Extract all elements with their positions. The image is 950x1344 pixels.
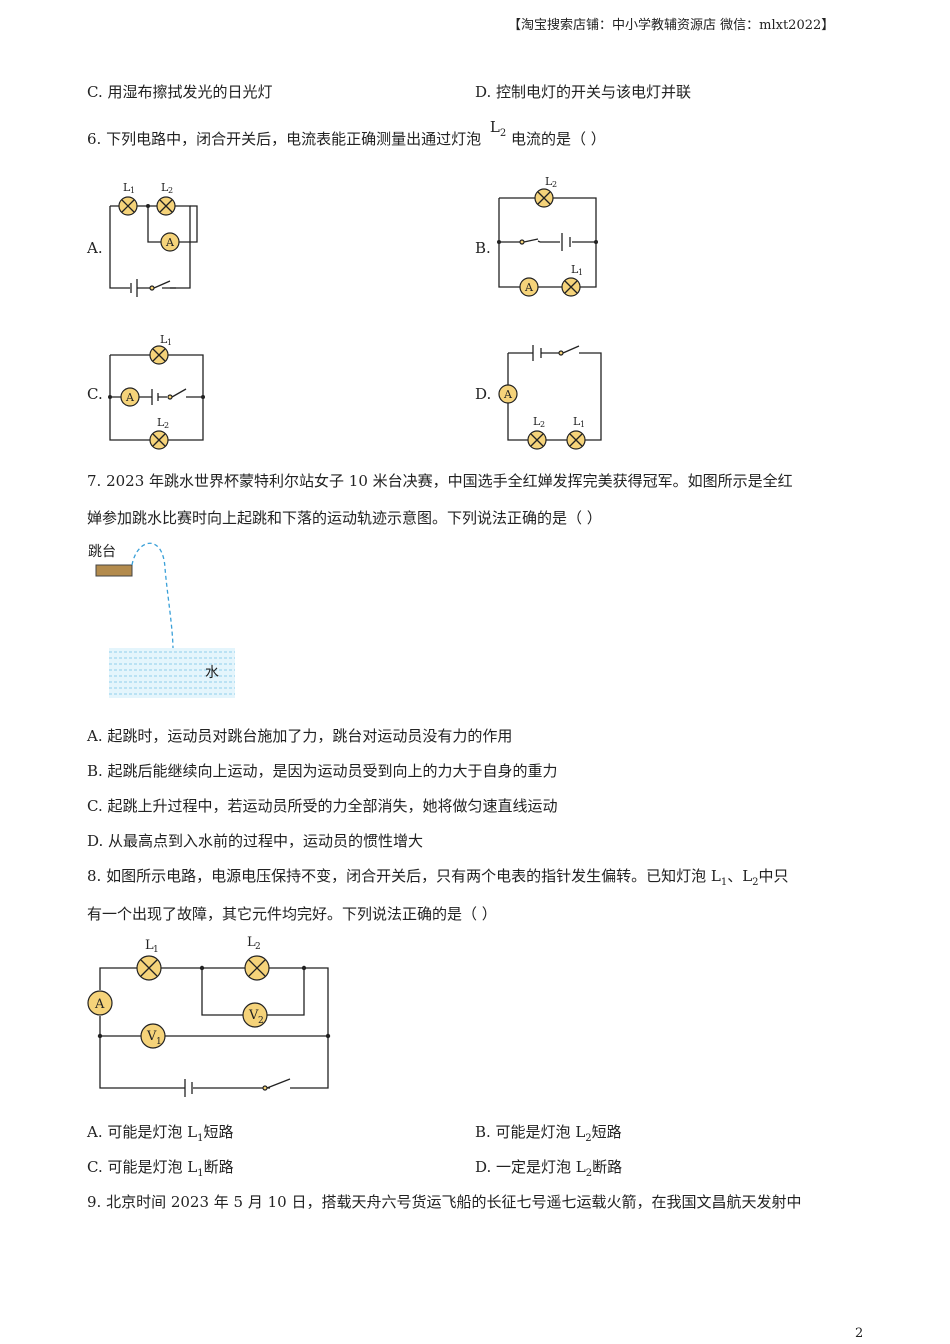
svg-text:1: 1 (580, 420, 585, 429)
svg-text:2: 2 (540, 420, 545, 429)
q7-line-1: 7. 2023 年跳水世界杯蒙特利尔站女子 10 米台决赛，中国选手全红婵发挥完… (87, 472, 793, 490)
q7-option-b: B. 起跳后能继续向上运动，是因为运动员受到向上的力大于自身的重力 (87, 762, 558, 780)
q8-option-d: D. 一定是灯泡 L2断路 (475, 1158, 623, 1179)
svg-text:L: L (247, 935, 256, 950)
voltmeter-v2 (242, 1002, 268, 1028)
q6-option-b-label: B. (475, 239, 491, 257)
svg-text:2: 2 (258, 1016, 264, 1026)
q5-option-c: C. 用湿布擦拭发光的日光灯 (87, 83, 273, 101)
svg-text:水: 水 (205, 665, 219, 681)
q8-option-b: B. 可能是灯泡 L2短路 (475, 1123, 622, 1144)
ammeter (160, 232, 180, 252)
q6-circuit-c: A L 1 L 2 (108, 333, 205, 450)
q6-circuit-a: A L 1 L 2 (109, 181, 198, 297)
svg-text:L: L (161, 181, 169, 194)
svg-text:A: A (125, 391, 135, 404)
q7-line-2: 婵参加跳水比赛时向上起跳和下落的运动轨迹示意图。下列说法正确的是（ ） (87, 509, 602, 527)
svg-text:L: L (533, 415, 541, 428)
q6-option-d-label: D. (475, 385, 492, 403)
svg-text:1: 1 (153, 945, 159, 955)
svg-text:1: 1 (167, 338, 172, 347)
svg-text:1: 1 (156, 1037, 162, 1047)
svg-text:2: 2 (168, 186, 173, 195)
svg-text:L: L (123, 181, 131, 194)
q8-line-1: 8. 如图所示电路，电源电压保持不变，闭合开关后，只有两个电表的指针发生偏转。已… (87, 867, 789, 888)
q8-circuit: A V 1 V 2 L 1 L 2 (87, 935, 331, 1097)
svg-text:A: A (524, 281, 534, 294)
svg-text:2: 2 (255, 942, 261, 952)
svg-text:L: L (145, 938, 154, 953)
q8-option-c: C. 可能是灯泡 L1断路 (87, 1158, 234, 1179)
svg-text:L: L (157, 416, 165, 429)
page-header: 【淘宝搜索店铺：中小学教辅资源店 微信：mlxt2022】 (508, 18, 835, 33)
svg-text:2: 2 (164, 421, 169, 430)
q9-line-1: 9. 北京时间 2023 年 5 月 10 日，搭载天舟六号货运飞船的长征七号遥… (87, 1193, 802, 1211)
q8-option-a: A. 可能是灯泡 L1短路 (87, 1123, 234, 1144)
q6-stem: 6. 下列电路中，闭合开关后，电流表能正确测量出通过灯泡 L2 电流的是（ ） (87, 118, 606, 156)
svg-text:跳台: 跳台 (88, 544, 116, 560)
q7-option-c: C. 起跳上升过程中，若运动员所受的力全部消失，她将做匀速直线运动 (87, 797, 558, 815)
svg-text:L: L (571, 263, 579, 276)
page-number: 2 (855, 1326, 864, 1341)
q5-option-d: D. 控制电灯的开关与该电灯并联 (475, 83, 692, 101)
svg-text:L: L (573, 415, 581, 428)
voltmeter-v1 (140, 1023, 166, 1049)
platform (95, 564, 133, 577)
svg-text:V: V (146, 1029, 157, 1044)
q8-line-2: 有一个出现了故障，其它元件均完好。下列说法正确的是（ ） (87, 905, 497, 923)
svg-text:L: L (160, 333, 168, 346)
q6-circuit-d: A L 2 L 1 (498, 345, 602, 450)
q6-lamp-label: L2 (489, 118, 507, 139)
q6-circuit-b: A L 2 L 1 (497, 175, 598, 297)
q6-stem-b: 电流的是（ ） (511, 130, 606, 148)
q6-option-c-label: C. (87, 385, 103, 403)
svg-text:A: A (165, 236, 175, 249)
q7-option-a: A. 起跳时，运动员对跳台施加了力，跳台对运动员没有力的作用 (87, 727, 513, 745)
trajectory (131, 542, 174, 651)
q7-option-d: D. 从最高点到入水前的过程中，运动员的惯性增大 (87, 832, 424, 850)
svg-text:V: V (248, 1008, 259, 1023)
svg-text:1: 1 (130, 186, 135, 195)
svg-text:A: A (94, 997, 105, 1012)
q7-diving-figure: 跳台 水 (88, 542, 235, 698)
ammeter (87, 990, 113, 1016)
svg-text:A: A (503, 388, 513, 401)
q6-stem-a: 6. 下列电路中，闭合开关后，电流表能正确测量出通过灯泡 (87, 130, 482, 148)
svg-text:2: 2 (552, 180, 557, 189)
svg-text:L: L (545, 175, 553, 188)
water (109, 648, 235, 698)
svg-text:1: 1 (578, 268, 583, 277)
q6-option-a-label: A. (87, 239, 103, 257)
